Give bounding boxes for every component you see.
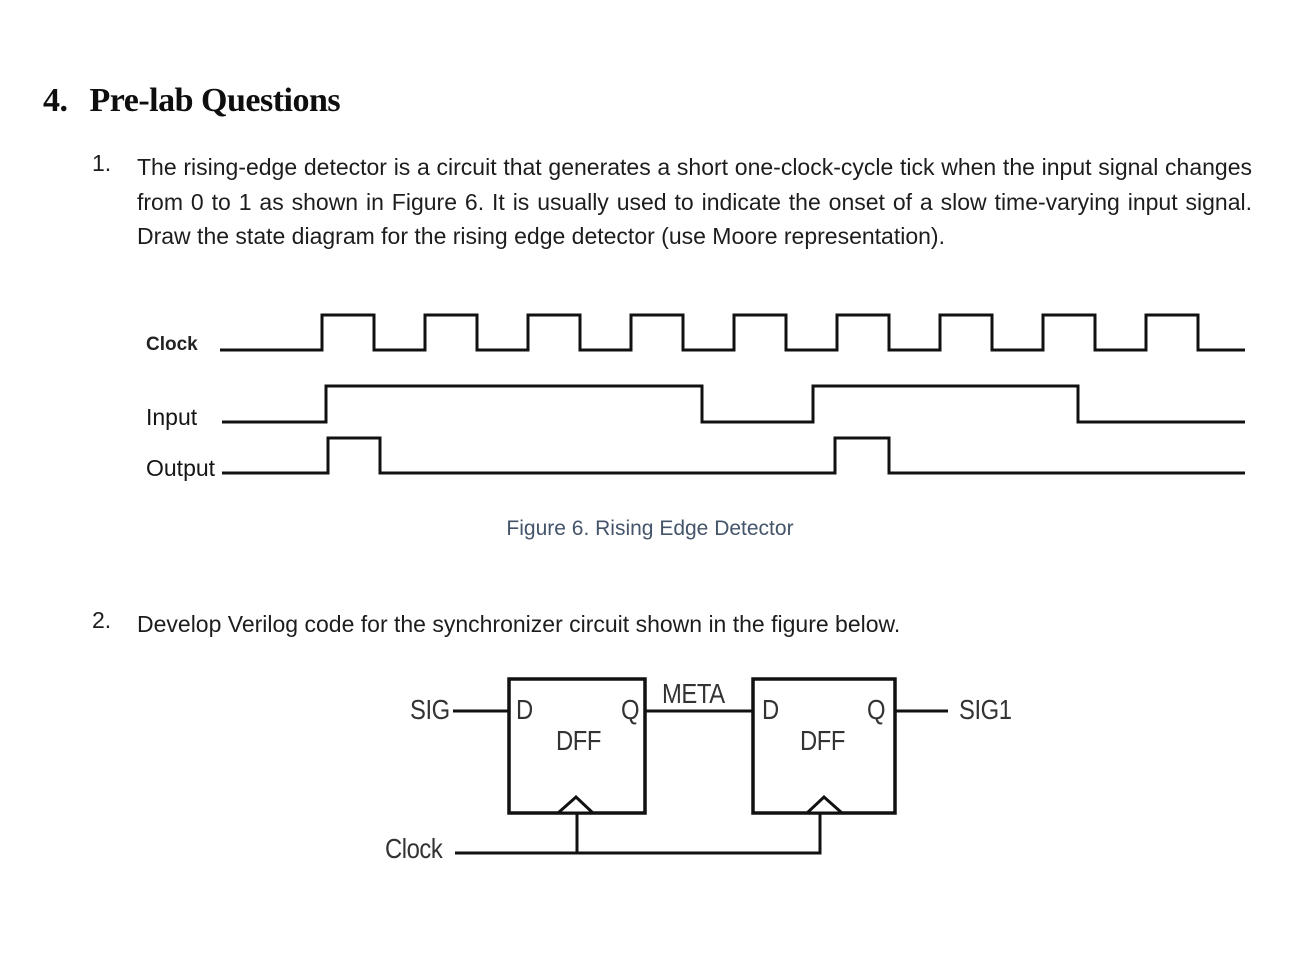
clock-wave-label: Clock (146, 334, 198, 355)
meta-label: META (662, 678, 725, 709)
section-title: Pre-lab Questions (89, 82, 341, 119)
dff1-label: DFF (556, 725, 601, 756)
q2-label: Q (867, 694, 886, 725)
output-wave-label: Output (146, 455, 216, 481)
question-2-text: Develop Verilog code for the synchronize… (137, 611, 901, 637)
question-1-number: 1. (92, 150, 112, 176)
dff2-label: DFF (800, 725, 845, 756)
dff1-clock-triangle (554, 794, 597, 815)
input-wave-label: Input (146, 404, 198, 430)
figure-6-caption: Figure 6. Rising Edge Detector (506, 517, 794, 540)
input-waveform (222, 384, 1245, 424)
d1-label: D (516, 694, 533, 725)
d2-label: D (762, 694, 779, 725)
section-heading: 4. Pre-lab Questions (43, 82, 341, 120)
clock-circuit-label: Clock (385, 833, 443, 864)
output-waveform (222, 436, 1245, 475)
question-1-text: The rising-edge detector is a circuit th… (137, 154, 1252, 250)
clock-waveform (220, 313, 1245, 352)
q1-label: Q (621, 694, 640, 725)
sig1-label: SIG1 (959, 694, 1012, 725)
clock-wire (455, 813, 822, 855)
dff2-clock-triangle (803, 794, 846, 815)
section-number: 4. (43, 82, 68, 119)
question-2-number: 2. (92, 607, 112, 633)
synchronizer-circuit-figure (453, 677, 948, 855)
sig-label: SIG (410, 694, 450, 725)
